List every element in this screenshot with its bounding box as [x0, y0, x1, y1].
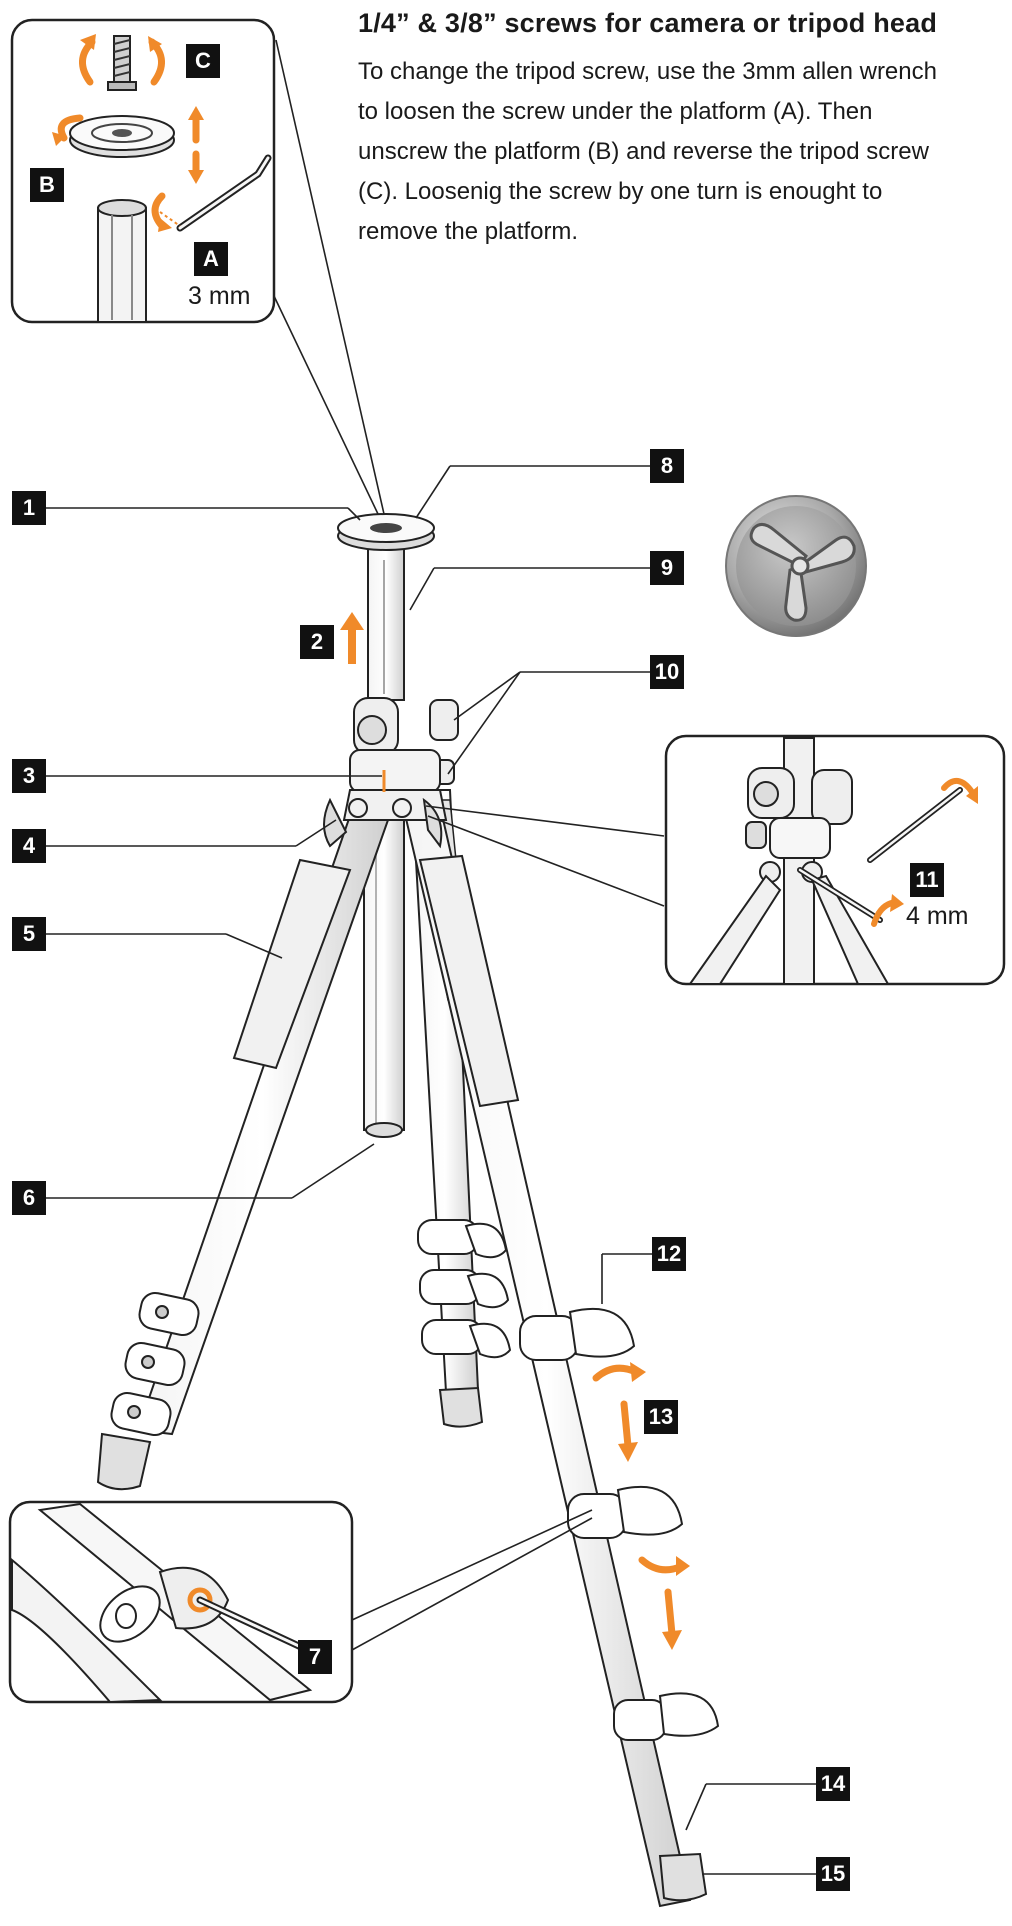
label-1: 1	[12, 491, 46, 525]
instructions-line: (C). Loosenig the screw by one turn is e…	[358, 178, 883, 205]
multi-head-logo-icon	[725, 495, 867, 637]
label-14: 14	[816, 1767, 850, 1801]
label-12: 12	[652, 1237, 686, 1271]
label-c: C	[186, 44, 220, 78]
label-13: 13	[644, 1400, 678, 1434]
label-a: A	[194, 242, 228, 276]
instructions-line: remove the platform.	[358, 218, 579, 245]
callout-leaders	[44, 465, 816, 1875]
tripod	[96, 513, 720, 1908]
raise-column-arrow-icon	[340, 612, 364, 664]
label-7: 7	[298, 1640, 332, 1674]
leg-angle-inset	[664, 734, 1006, 986]
label-15: 15	[816, 1857, 850, 1891]
label-9: 9	[650, 551, 684, 585]
instructions-heading: 1/4” & 3/8” screws for camera or tripod …	[358, 8, 938, 38]
instructions-body: To change the tripod screw, use the 3mm …	[358, 52, 1006, 252]
label-5: 5	[12, 917, 46, 951]
wrench-size-4mm: 4 mm	[906, 902, 969, 930]
label-3: 3	[12, 759, 46, 793]
screw-inset	[10, 18, 276, 324]
label-b: B	[30, 168, 64, 202]
wrench-size-3mm: 3 mm	[188, 282, 251, 310]
instructions-line: to loosen the screw under the platform (…	[358, 98, 873, 125]
label-4: 4	[12, 829, 46, 863]
leg-lock-inset	[8, 1500, 354, 1704]
label-8: 8	[650, 449, 684, 483]
label-10: 10	[650, 655, 684, 689]
instructions-line: To change the tripod screw, use the 3mm …	[358, 58, 937, 85]
instructions-line: unscrew the platform (B) and reverse the…	[358, 138, 929, 165]
label-6: 6	[12, 1181, 46, 1215]
inset-leaders	[273, 39, 385, 515]
label-2: 2	[300, 625, 334, 659]
label-11: 11	[910, 863, 944, 897]
